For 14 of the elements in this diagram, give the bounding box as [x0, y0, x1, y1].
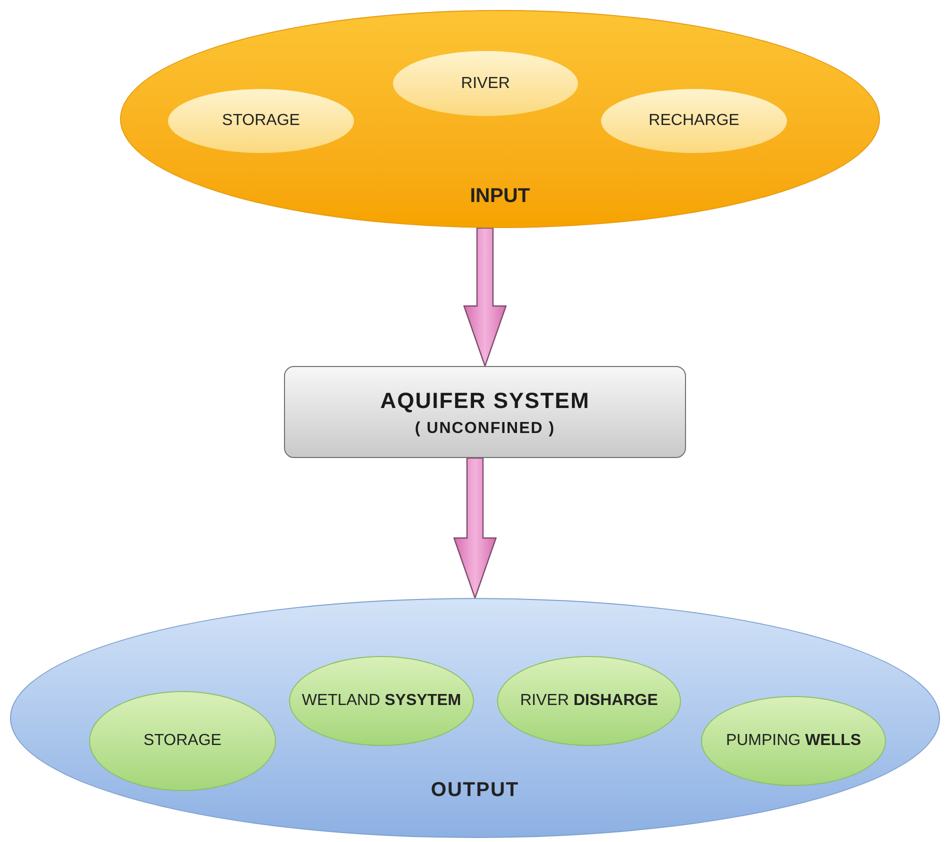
process-box [284, 366, 686, 458]
node-label: RIVER DISHARGE [520, 691, 658, 711]
node-label: STORAGE [144, 731, 222, 751]
node-label: RECHARGE [648, 111, 740, 131]
node-label: ( UNCONFINED ) [414, 418, 556, 438]
node-label: OUTPUT [430, 778, 520, 803]
node-label: INPUT [470, 184, 530, 209]
arrow [463, 227, 507, 368]
arrow [453, 457, 497, 600]
node-label: RIVER [461, 74, 510, 94]
node-label: WETLAND SYSYTEM [302, 691, 462, 711]
node-label: STORAGE [222, 111, 300, 131]
node-label: PUMPING WELLS [726, 731, 862, 751]
node-label: AQUIFER SYSTEM [380, 386, 590, 414]
